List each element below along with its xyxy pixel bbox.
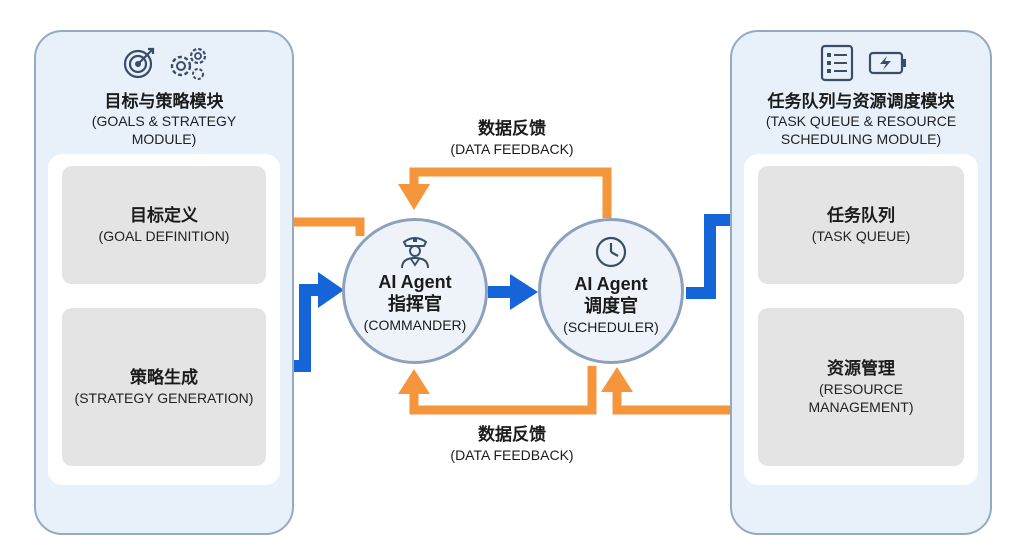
- clock-icon: [595, 236, 627, 268]
- battery-icon: [868, 51, 906, 75]
- goals-strategy-module: 目标与策略模块 (GOALS & STRATEGY MODULE) 目标定义 (…: [34, 30, 294, 535]
- feedback-title-en: (DATA FEEDBACK): [450, 141, 574, 157]
- module-title-cn: 目标与策略模块: [104, 92, 224, 111]
- module-inner-panel: 任务队列 (TASK QUEUE) 资源管理 (RESOURCE MANAGEM…: [744, 154, 978, 485]
- feedback-title-cn: 数据反馈: [478, 119, 546, 138]
- target-icon: [123, 47, 155, 79]
- agent-title-cn: 指挥官: [388, 294, 442, 314]
- feedback-title-en: (DATA FEEDBACK): [450, 447, 574, 463]
- data-feedback-bottom-label: 数据反馈 (DATA FEEDBACK): [412, 424, 612, 464]
- arrow-resource-to-scheduler: [601, 367, 760, 415]
- task-queue-card[interactable]: 任务队列 (TASK QUEUE): [758, 166, 964, 284]
- strategy-generation-card[interactable]: 策略生成 (STRATEGY GENERATION): [62, 308, 266, 466]
- agent-title-en: (SCHEDULER): [563, 319, 659, 335]
- card-title-cn: 资源管理: [827, 359, 895, 378]
- card-title-cn: 目标定义: [130, 206, 198, 225]
- module-title-en: (TASK QUEUE & RESOURCE SCHEDULING MODULE…: [765, 113, 957, 147]
- arrow-feedback-top: [398, 167, 612, 218]
- goal-definition-card[interactable]: 目标定义 (GOAL DEFINITION): [62, 166, 266, 284]
- module-title-en: (GOALS & STRATEGY MODULE): [91, 113, 237, 147]
- agent-name: AI Agent: [378, 272, 452, 292]
- card-title-en: (TASK QUEUE): [811, 228, 911, 244]
- resource-management-card[interactable]: 资源管理 (RESOURCE MANAGEMENT): [758, 308, 964, 466]
- card-title-en: (RESOURCE MANAGEMENT): [808, 381, 914, 415]
- agent-title-en: (COMMANDER): [363, 317, 467, 333]
- agent-name: AI Agent: [574, 274, 648, 294]
- gears-icon: [170, 47, 207, 80]
- agent-title-cn: 调度官: [584, 296, 638, 316]
- card-title-cn: 策略生成: [130, 368, 198, 387]
- arrow-feedback-bottom: [398, 366, 597, 415]
- arrow-commander-to-scheduler: [488, 274, 538, 310]
- commander-agent-node[interactable]: AI Agent 指挥官 (COMMANDER): [342, 218, 488, 364]
- officer-icon: [401, 237, 429, 269]
- module-title-cn: 任务队列与资源调度模块: [767, 92, 955, 111]
- card-title-en: (GOAL DEFINITION): [98, 228, 230, 244]
- card-title-cn: 任务队列: [827, 206, 895, 225]
- scheduler-agent-node[interactable]: AI Agent 调度官 (SCHEDULER): [538, 218, 684, 364]
- checklist-icon: [820, 44, 854, 82]
- data-feedback-top-label: 数据反馈 (DATA FEEDBACK): [412, 118, 612, 158]
- module-inner-panel: 目标定义 (GOAL DEFINITION) 策略生成 (STRATEGY GE…: [48, 154, 280, 485]
- feedback-title-cn: 数据反馈: [478, 425, 546, 444]
- task-queue-resource-module: 任务队列与资源调度模块 (TASK QUEUE & RESOURCE SCHED…: [730, 30, 992, 535]
- card-title-en: (STRATEGY GENERATION): [74, 390, 254, 406]
